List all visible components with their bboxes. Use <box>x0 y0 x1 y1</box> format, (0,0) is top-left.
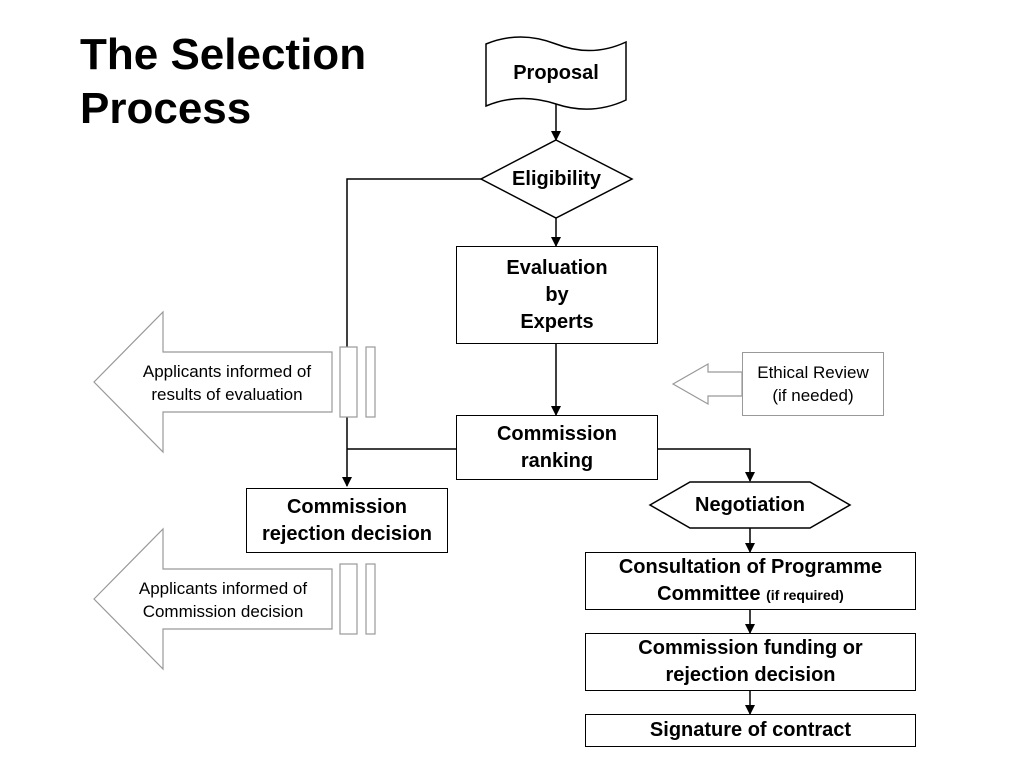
arrow-tail-bar <box>339 346 358 418</box>
ethics-line-1: Ethical Review <box>757 363 869 382</box>
evaluation-line-1: Evaluation <box>506 256 608 279</box>
evaluation-box: Evaluation by Experts <box>456 246 658 344</box>
ranking-line-1: Commission <box>496 422 618 445</box>
note-evaluation-results: Applicants informed of results of evalua… <box>120 360 334 406</box>
ethics-line-2: (if needed) <box>772 386 854 405</box>
consultation-line-1: Consultation of Programme <box>618 555 883 578</box>
funding-line-1: Commission funding or <box>638 637 863 659</box>
negotiation-label: Negotiation <box>695 494 805 516</box>
evaluation-line-2: by <box>545 283 569 306</box>
rejection-decision-box: Commission rejection decision <box>246 488 448 553</box>
left-arrow-commission-decision <box>93 527 333 671</box>
consultation-line-2: Committee <box>657 582 761 605</box>
proposal-shape <box>485 36 627 110</box>
rejection-line-1: Commission <box>286 495 408 518</box>
eligibility-label: Eligibility <box>512 168 601 190</box>
consultation-line-2-wrap: Committee (if required) <box>657 581 844 609</box>
evaluation-line-3: Experts <box>520 310 594 333</box>
page-title: The Selection Process <box>80 28 366 136</box>
signature-box: Signature of contract <box>585 714 916 747</box>
note-evaluation-line-1: Applicants informed of <box>142 362 312 381</box>
rejection-line-2: rejection decision <box>261 522 433 545</box>
left-arrow-evaluation-results <box>93 310 333 454</box>
proposal-label: Proposal <box>513 62 599 84</box>
ethical-review-box: Ethical Review (if needed) <box>742 352 884 416</box>
ranking-line-2: ranking <box>520 449 594 472</box>
title-line-2: Process <box>80 84 252 133</box>
ethics-arrow <box>671 362 743 406</box>
note-commission-decision: Applicants informed of Commission decisi… <box>116 577 330 623</box>
arrow-tail-bar <box>365 563 376 635</box>
ranking-box: Commission ranking <box>456 415 658 480</box>
title-line-1: The Selection <box>80 30 367 79</box>
note-decision-line-2: Commission decision <box>142 602 304 621</box>
connectors <box>342 104 755 715</box>
negotiation-hexagon <box>648 481 852 529</box>
consultation-box: Consultation of Programme Committee (if … <box>585 552 916 610</box>
arrow-tail-bar <box>365 346 376 418</box>
arrow-tail-bar <box>339 563 358 635</box>
funding-decision-box: Commission funding or rejection decision <box>585 633 916 691</box>
signature-label: Signature of contract <box>649 719 852 741</box>
note-decision-line-1: Applicants informed of <box>138 579 308 598</box>
funding-line-2: rejection decision <box>665 664 836 686</box>
note-evaluation-line-2: results of evaluation <box>151 385 303 404</box>
consultation-note: (if required) <box>766 586 844 603</box>
